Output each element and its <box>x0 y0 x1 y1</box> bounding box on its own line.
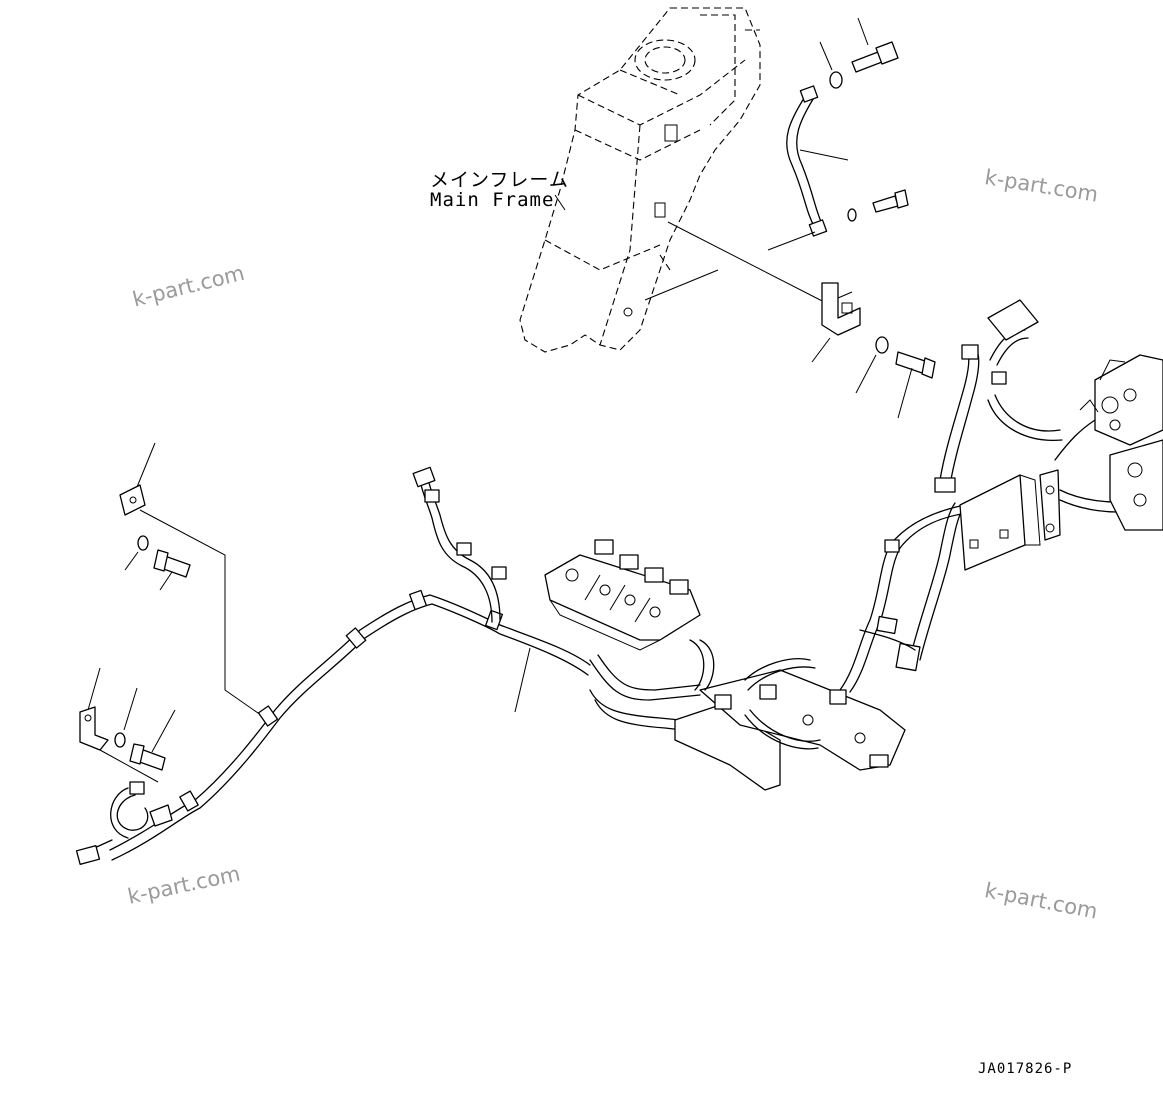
right-edge-component <box>1079 354 1163 531</box>
bracket-upper <box>821 282 861 336</box>
leader-strap <box>799 149 849 161</box>
harness-branch-upper-left <box>412 466 507 623</box>
leader-bracket-left-lower <box>87 667 101 711</box>
leader-bolt-top <box>857 17 869 46</box>
leader-main-harness <box>514 647 531 713</box>
bolt-left-lower <box>129 743 166 771</box>
bolt-mid <box>872 189 909 213</box>
bolt-left <box>153 549 191 578</box>
leader-bracket-to-harness <box>99 749 159 783</box>
lower-bracket-assembly <box>589 639 906 791</box>
harness-right <box>839 502 969 693</box>
leader-clip-to-harness <box>139 509 269 721</box>
main-frame-label-en: Main Frame <box>430 189 555 211</box>
ground-strap <box>786 85 828 237</box>
leader-washer-upper <box>855 354 877 394</box>
control-valve-block <box>544 539 701 651</box>
leader-bolt-upper <box>897 367 913 419</box>
clip-left-upper <box>119 484 146 516</box>
washer-left <box>137 535 149 551</box>
relay-box <box>959 469 1061 571</box>
washer-top <box>829 71 843 89</box>
harness-top-right <box>934 299 1141 513</box>
bracket-left-lower <box>79 706 109 751</box>
washer-left-lower <box>114 732 126 748</box>
leader-bolt-left <box>159 571 173 591</box>
bolt-top <box>851 41 899 73</box>
main-frame-label-jp: メインフレーム <box>430 169 569 191</box>
bolt-upper <box>895 351 936 379</box>
leader-clip-left <box>136 442 156 488</box>
leader-strap-end <box>767 231 816 251</box>
leader-frame <box>644 269 719 301</box>
leader-washer-left-lower <box>123 687 138 731</box>
leader-main-frame-label <box>554 194 566 211</box>
leader-washer-top <box>819 41 833 71</box>
main-harness <box>75 589 591 865</box>
leader-bolt-left-lower <box>151 709 176 753</box>
washer-mid <box>847 208 857 222</box>
main-frame-outline <box>519 7 761 353</box>
leader-washer-left <box>124 551 139 571</box>
leader-bracket-upper <box>811 337 831 363</box>
leader-frame-to-bracket <box>667 221 831 306</box>
document-number: JA017826-P <box>978 1061 1073 1077</box>
washer-upper <box>875 336 889 354</box>
